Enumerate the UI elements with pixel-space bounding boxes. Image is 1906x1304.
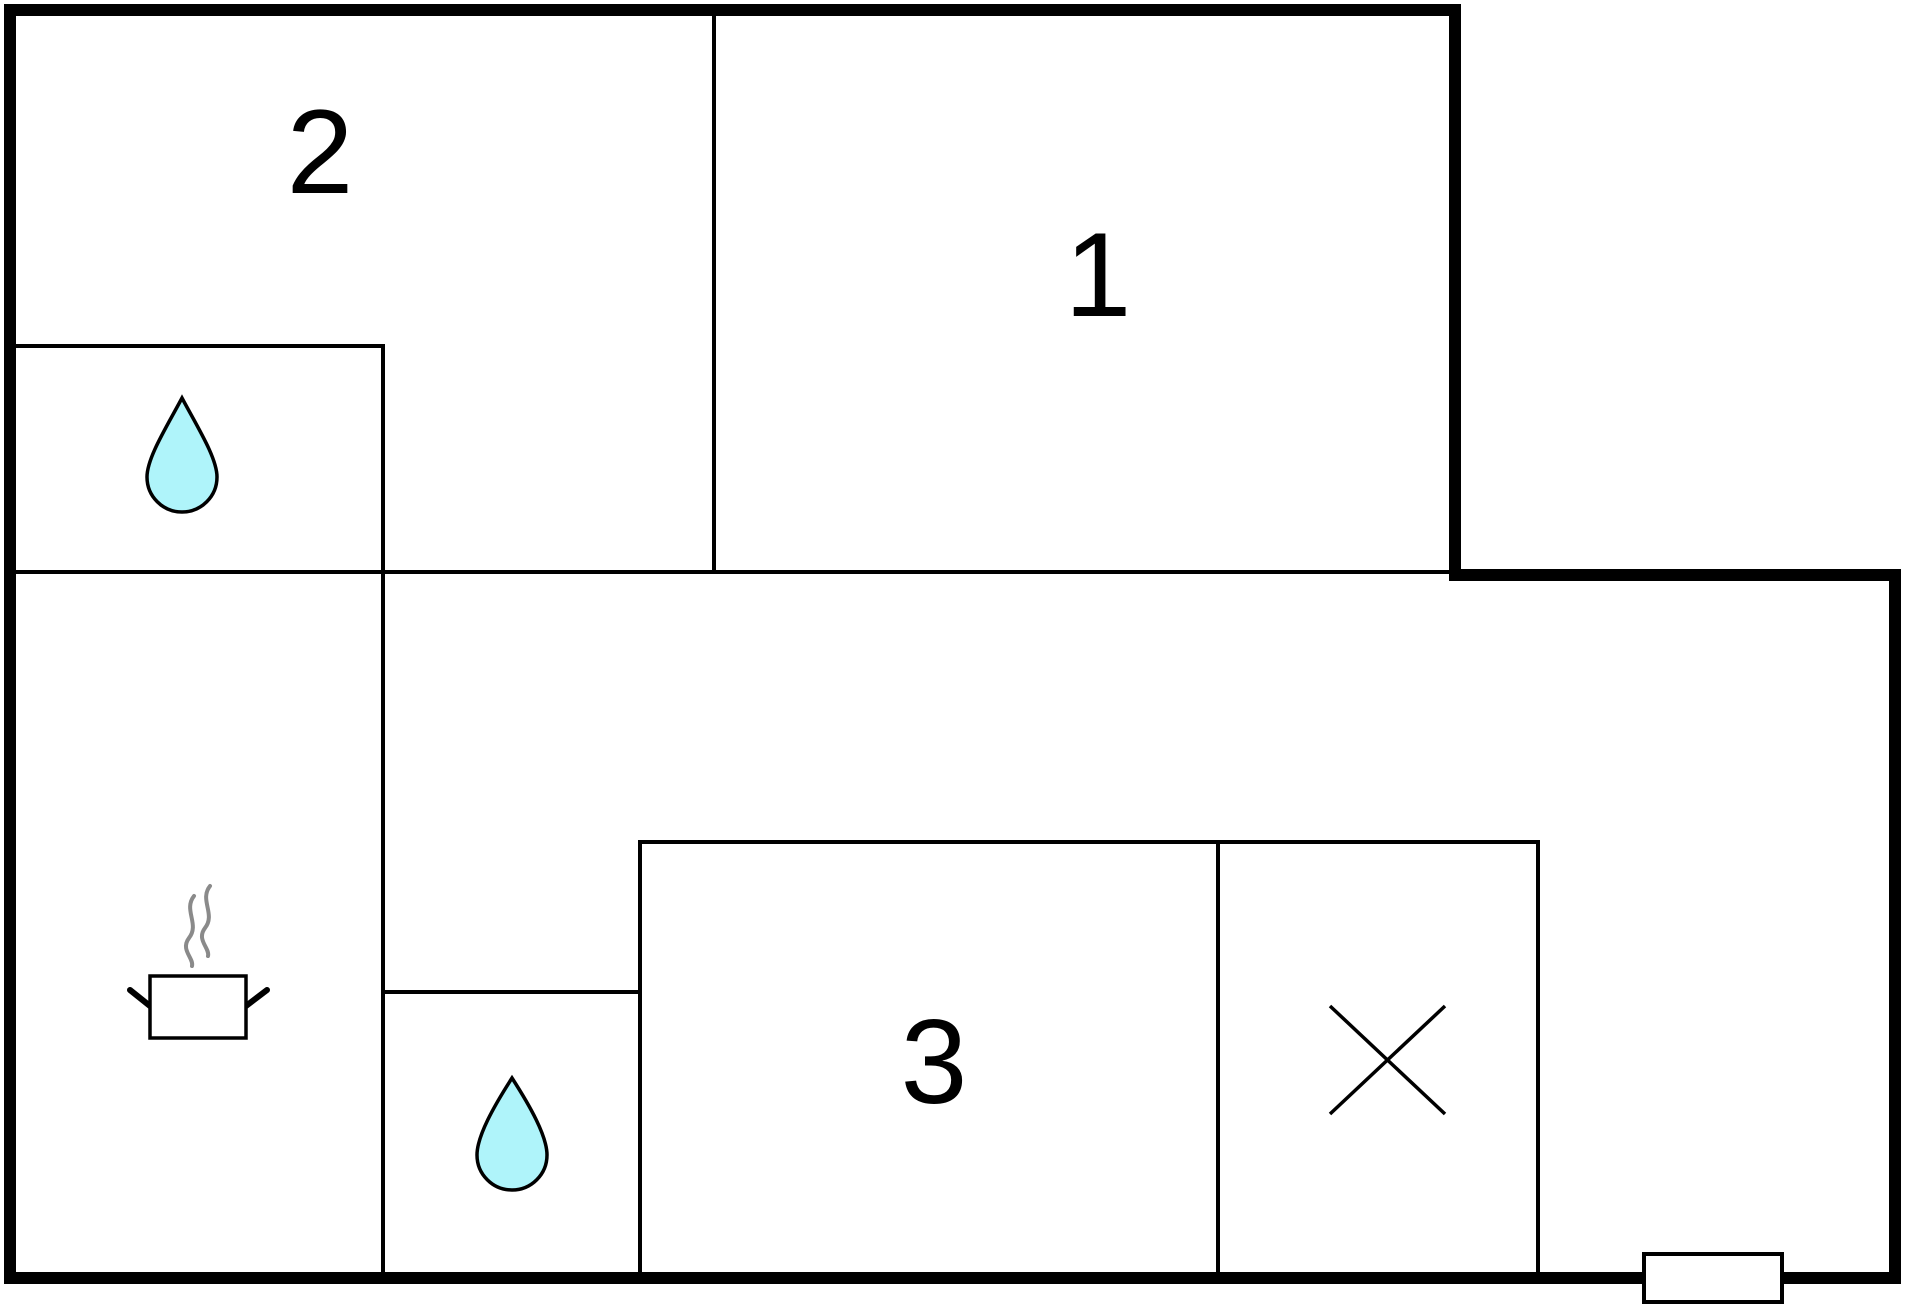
room-3-label: 3 xyxy=(901,995,968,1129)
interior-walls xyxy=(8,8,1540,1280)
cooking-pot-icon xyxy=(127,884,270,1040)
cross-icon xyxy=(1328,1004,1447,1116)
entrance-icon xyxy=(1642,1252,1784,1304)
room-2-label: 2 xyxy=(287,85,354,219)
outer-wall xyxy=(4,4,1901,1284)
water-drop-icon xyxy=(475,1074,549,1192)
room-1-label: 1 xyxy=(1065,208,1132,342)
water-drop-icon xyxy=(145,394,219,514)
